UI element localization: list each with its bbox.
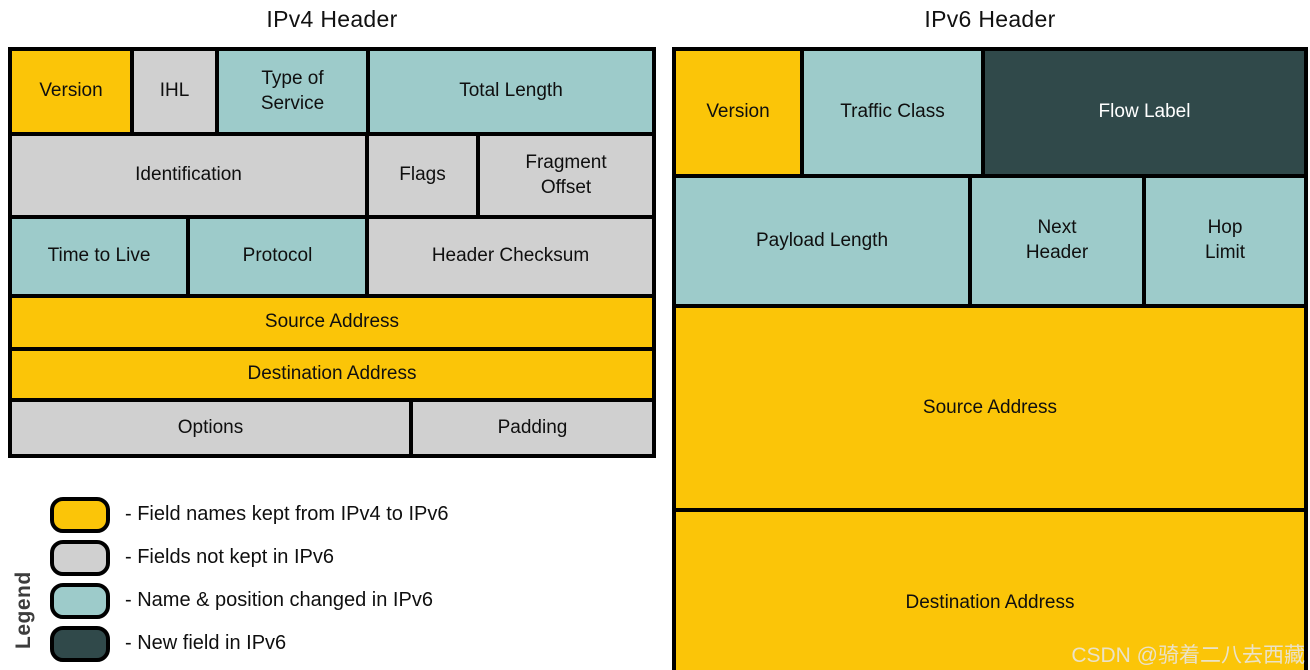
ipv6-row-4: Destination Address — [676, 512, 1304, 670]
ipv6-row-2: Payload Length Next Header Hop Limit — [676, 178, 1304, 304]
ipv4-field-identification: Identification — [12, 136, 365, 215]
legend-swatch-changed-icon — [50, 582, 110, 619]
ipv4-row-3: Time to Live Protocol Header Checksum — [12, 219, 652, 294]
ipv4-row-2: Identification Flags Fragment Offset — [12, 136, 652, 215]
ipv4-field-fragment-offset: Fragment Offset — [480, 136, 652, 215]
ipv4-field-time-to-live: Time to Live — [12, 219, 186, 294]
ipv6-row-1: Version Traffic Class Flow Label — [676, 51, 1304, 174]
ipv4-field-type-of-service: Type of Service — [219, 51, 366, 132]
legend-item-not-kept: - Fields not kept in IPv6 — [50, 539, 448, 576]
watermark: CSDN @骑着二八去西藏 — [1071, 644, 1305, 667]
ipv6-field-source-address: Source Address — [676, 308, 1304, 508]
ipv4-field-flags: Flags — [369, 136, 476, 215]
ipv4-field-version: Version — [12, 51, 130, 132]
ipv4-row-1: Version IHL Type of Service Total Length — [12, 51, 652, 132]
ipv4-header-title: IPv4 Header — [266, 6, 398, 32]
ipv6-row-3: Source Address — [676, 308, 1304, 508]
ipv6-field-next-header: Next Header — [972, 178, 1142, 304]
ipv6-header-title: IPv6 Header — [924, 6, 1056, 32]
ipv4-field-total-length: Total Length — [370, 51, 652, 132]
ipv4-row-4: Source Address — [12, 298, 652, 347]
ipv4-header-table: Version IHL Type of Service Total Length… — [8, 47, 656, 458]
ipv6-field-version: Version — [676, 51, 800, 174]
legend-label-new: - New field in IPv6 — [125, 632, 287, 654]
ipv4-field-header-checksum: Header Checksum — [369, 219, 652, 294]
legend-swatch-new-icon — [50, 625, 110, 662]
ipv4-field-options: Options — [12, 402, 409, 454]
ipv4-row-5: Destination Address — [12, 351, 652, 398]
ipv4-field-protocol: Protocol — [190, 219, 365, 294]
ipv4-field-destination-address: Destination Address — [12, 351, 652, 398]
ipv4-field-source-address: Source Address — [12, 298, 652, 347]
ipv6-field-payload-length: Payload Length — [676, 178, 968, 304]
legend-label-kept: - Field names kept from IPv4 to IPv6 — [125, 503, 449, 525]
legend-item-kept: - Field names kept from IPv4 to IPv6 — [50, 496, 448, 533]
legend: - Field names kept from IPv4 to IPv6 - F… — [50, 496, 448, 668]
ipv6-header-table: Version Traffic Class Flow Label Payload… — [672, 47, 1308, 670]
legend-item-new: - New field in IPv6 — [50, 625, 448, 662]
ipv4-row-6: Options Padding — [12, 402, 652, 454]
ipv6-field-destination-address: Destination Address — [676, 512, 1304, 670]
ipv6-field-traffic-class: Traffic Class — [804, 51, 981, 174]
ipv6-field-hop-limit: Hop Limit — [1146, 178, 1304, 304]
ipv4-field-ihl: IHL — [134, 51, 215, 132]
legend-swatch-not-kept-icon — [50, 539, 110, 576]
ipv4-field-padding: Padding — [413, 402, 652, 454]
legend-swatch-kept-icon — [50, 496, 110, 533]
ipv6-field-flow-label: Flow Label — [985, 51, 1304, 174]
legend-item-changed: - Name & position changed in IPv6 — [50, 582, 448, 619]
legend-label-changed: - Name & position changed in IPv6 — [125, 589, 433, 611]
legend-heading: Legend — [12, 571, 35, 649]
legend-label-not-kept: - Fields not kept in IPv6 — [125, 546, 334, 568]
